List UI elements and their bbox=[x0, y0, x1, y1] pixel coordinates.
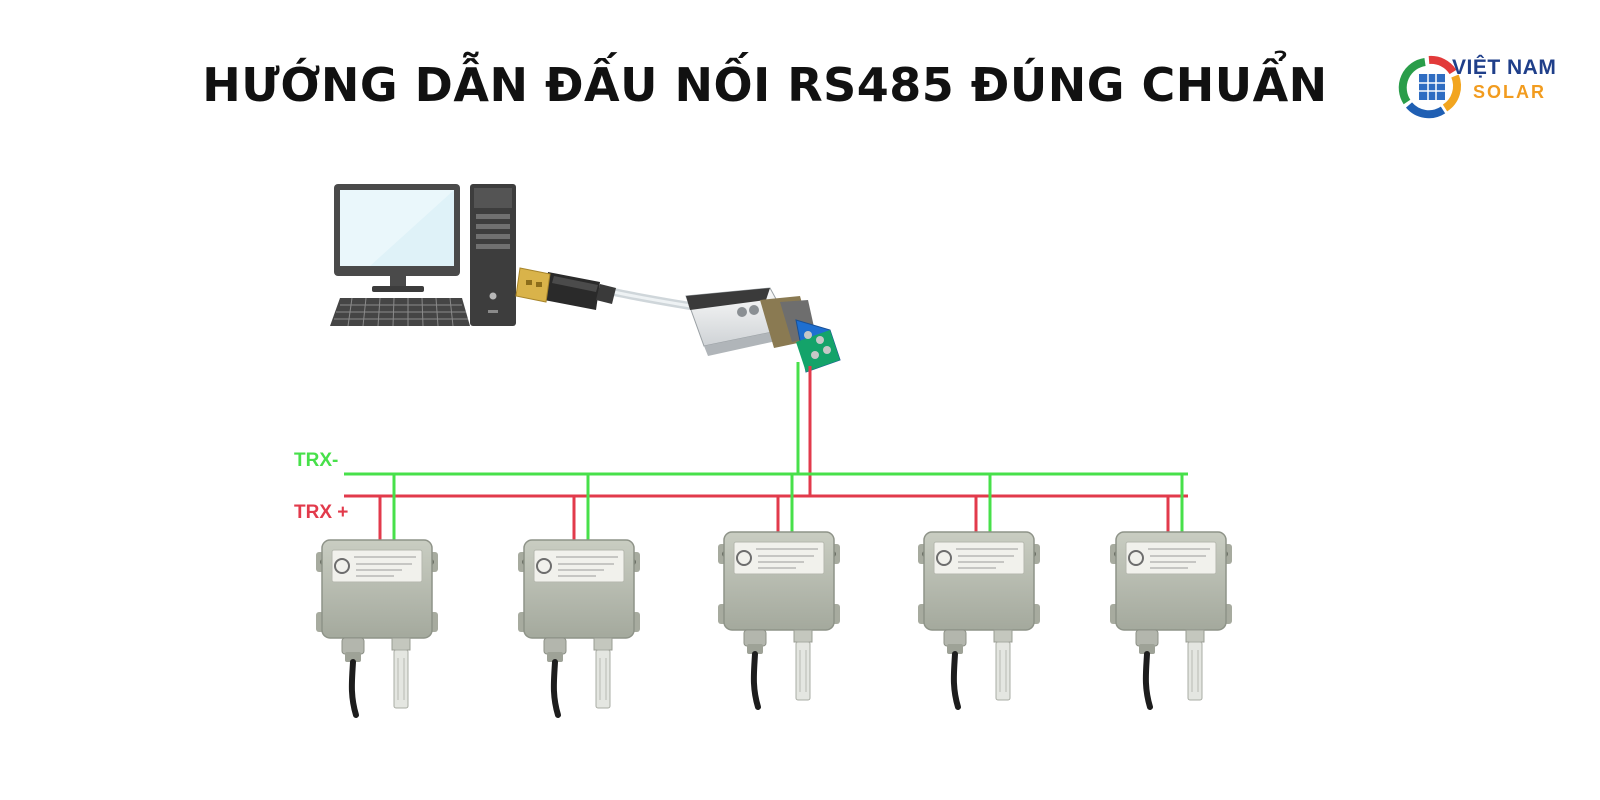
usb-rs485-converter bbox=[685, 287, 816, 356]
sensor-5 bbox=[1110, 474, 1232, 707]
page-title: HƯỚNG DẪN ĐẤU NỐI RS485 ĐÚNG CHUẨN bbox=[202, 58, 1328, 112]
keyboard-icon bbox=[330, 297, 470, 327]
computer-monitor-icon bbox=[334, 184, 460, 292]
sensor-4 bbox=[918, 474, 1040, 707]
sensor-1 bbox=[316, 474, 438, 715]
sensor-3 bbox=[718, 474, 840, 707]
trx-plus-label: TRX + bbox=[294, 502, 348, 523]
usb-cable bbox=[515, 267, 691, 310]
computer-tower-icon bbox=[470, 184, 516, 326]
terminal-block bbox=[795, 319, 841, 373]
logo-text-vietnam: VIỆT NAM bbox=[1452, 56, 1557, 79]
logo-text-solar: SOLAR bbox=[1473, 82, 1546, 102]
logo-emblem-icon bbox=[1398, 55, 1461, 119]
vietnam-solar-logo bbox=[1398, 55, 1461, 119]
trx-minus-label: TRX- bbox=[294, 450, 338, 471]
sensor-2 bbox=[518, 474, 640, 715]
